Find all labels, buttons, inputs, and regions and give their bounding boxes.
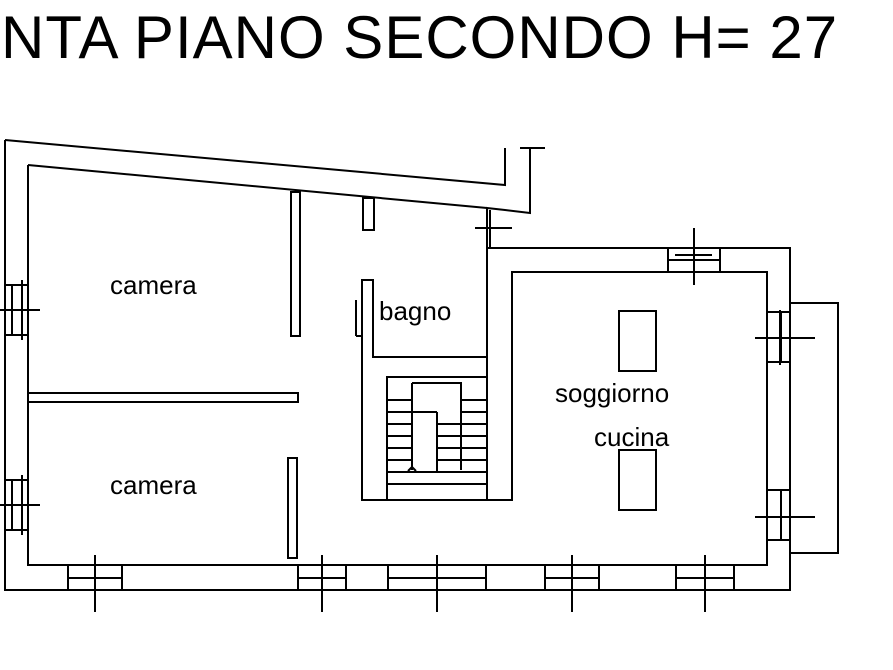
stairwell xyxy=(386,376,488,501)
plan-title: ANTA PIANO SECONDO H= 27 xyxy=(0,4,839,71)
partition-camera-top xyxy=(290,191,301,337)
window-left-top xyxy=(0,280,40,340)
window-bottom-3 xyxy=(387,555,487,612)
partition-cameras xyxy=(27,392,299,403)
window-left-bottom xyxy=(0,475,40,535)
partition-camera-door xyxy=(287,457,298,559)
window-right-top xyxy=(755,310,815,365)
stairs-arrow xyxy=(407,430,417,472)
balcony xyxy=(790,302,839,554)
furniture-upper xyxy=(618,310,657,372)
furniture-lower xyxy=(618,449,657,511)
window-bottom-1 xyxy=(67,555,123,612)
stairs xyxy=(387,382,487,485)
room-label-bagno: bagno xyxy=(379,296,451,326)
room-label-camera-bottom: camera xyxy=(110,470,197,500)
inner-wall xyxy=(27,164,768,566)
wall-stub xyxy=(362,197,375,231)
room-label-cucina: cucina xyxy=(594,422,670,452)
room-label-soggiorno: soggiorno xyxy=(555,378,669,408)
window-top-stair xyxy=(475,210,512,248)
window-bottom-5 xyxy=(675,555,735,612)
outer-wall xyxy=(4,139,791,591)
bagno-door xyxy=(355,300,362,337)
window-bottom-2 xyxy=(297,555,347,612)
window-right-bottom xyxy=(755,489,815,541)
window-top-soggiorno xyxy=(667,228,721,285)
room-label-camera-top: camera xyxy=(110,270,197,300)
window-bottom-4 xyxy=(544,555,600,612)
